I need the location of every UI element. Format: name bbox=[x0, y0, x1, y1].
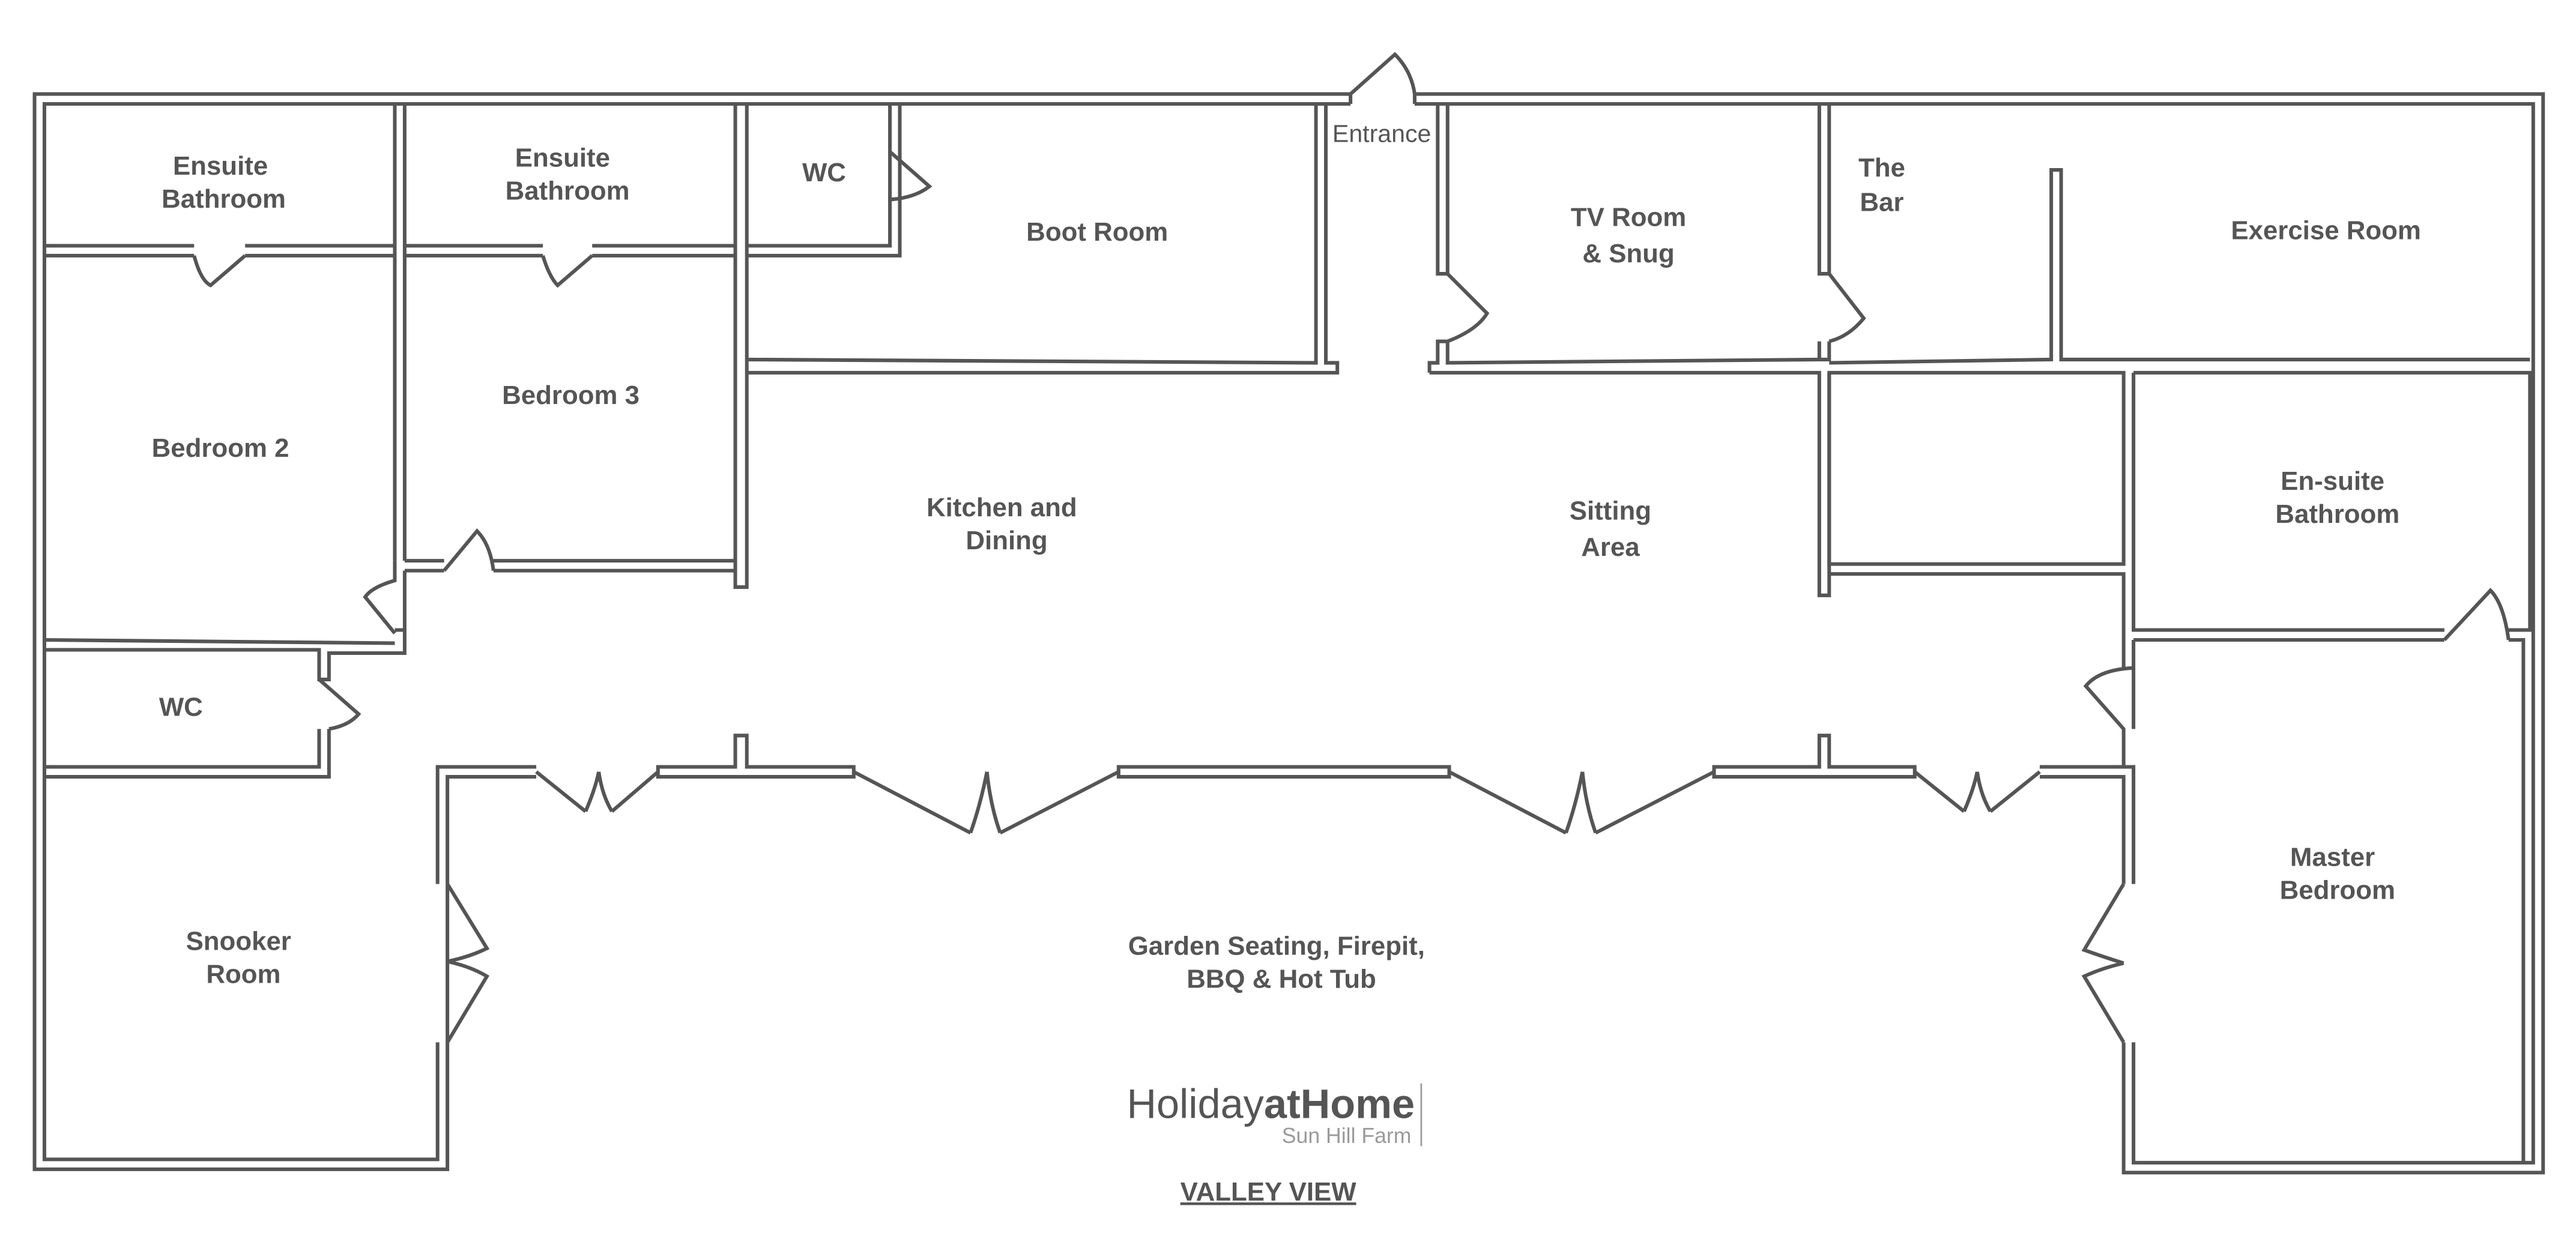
label-wc-top: WC bbox=[802, 158, 846, 187]
label-bedroom-3: Bedroom 3 bbox=[502, 381, 639, 410]
logo-wordmark: HolidayatHome bbox=[1127, 1081, 1415, 1127]
west-wing-walls bbox=[44, 104, 749, 779]
view-label: VALLEY VIEW bbox=[1181, 1177, 1357, 1207]
north-center-walls bbox=[746, 52, 2532, 1163]
outer-walls bbox=[32, 92, 2545, 1175]
label-wc-left: WC bbox=[159, 692, 203, 722]
label-boot-room: Boot Room bbox=[1026, 217, 1168, 247]
label-entrance: Entrance bbox=[1332, 119, 1431, 147]
side-doors bbox=[446, 883, 2126, 1043]
label-bedroom-2: Bedroom 2 bbox=[152, 433, 289, 463]
label-tv-room: TV Room& Snug bbox=[1571, 202, 1686, 268]
label-exercise-room: Exercise Room bbox=[2231, 216, 2421, 245]
south-wall bbox=[535, 734, 2041, 835]
holiday-at-home-logo: HolidayatHome Sun Hill Farm bbox=[1127, 1081, 1423, 1148]
logo-subtitle: Sun Hill Farm bbox=[1282, 1124, 1412, 1148]
label-garden: Garden Seating, Firepit,BBQ & Hot Tub bbox=[1128, 932, 1425, 994]
